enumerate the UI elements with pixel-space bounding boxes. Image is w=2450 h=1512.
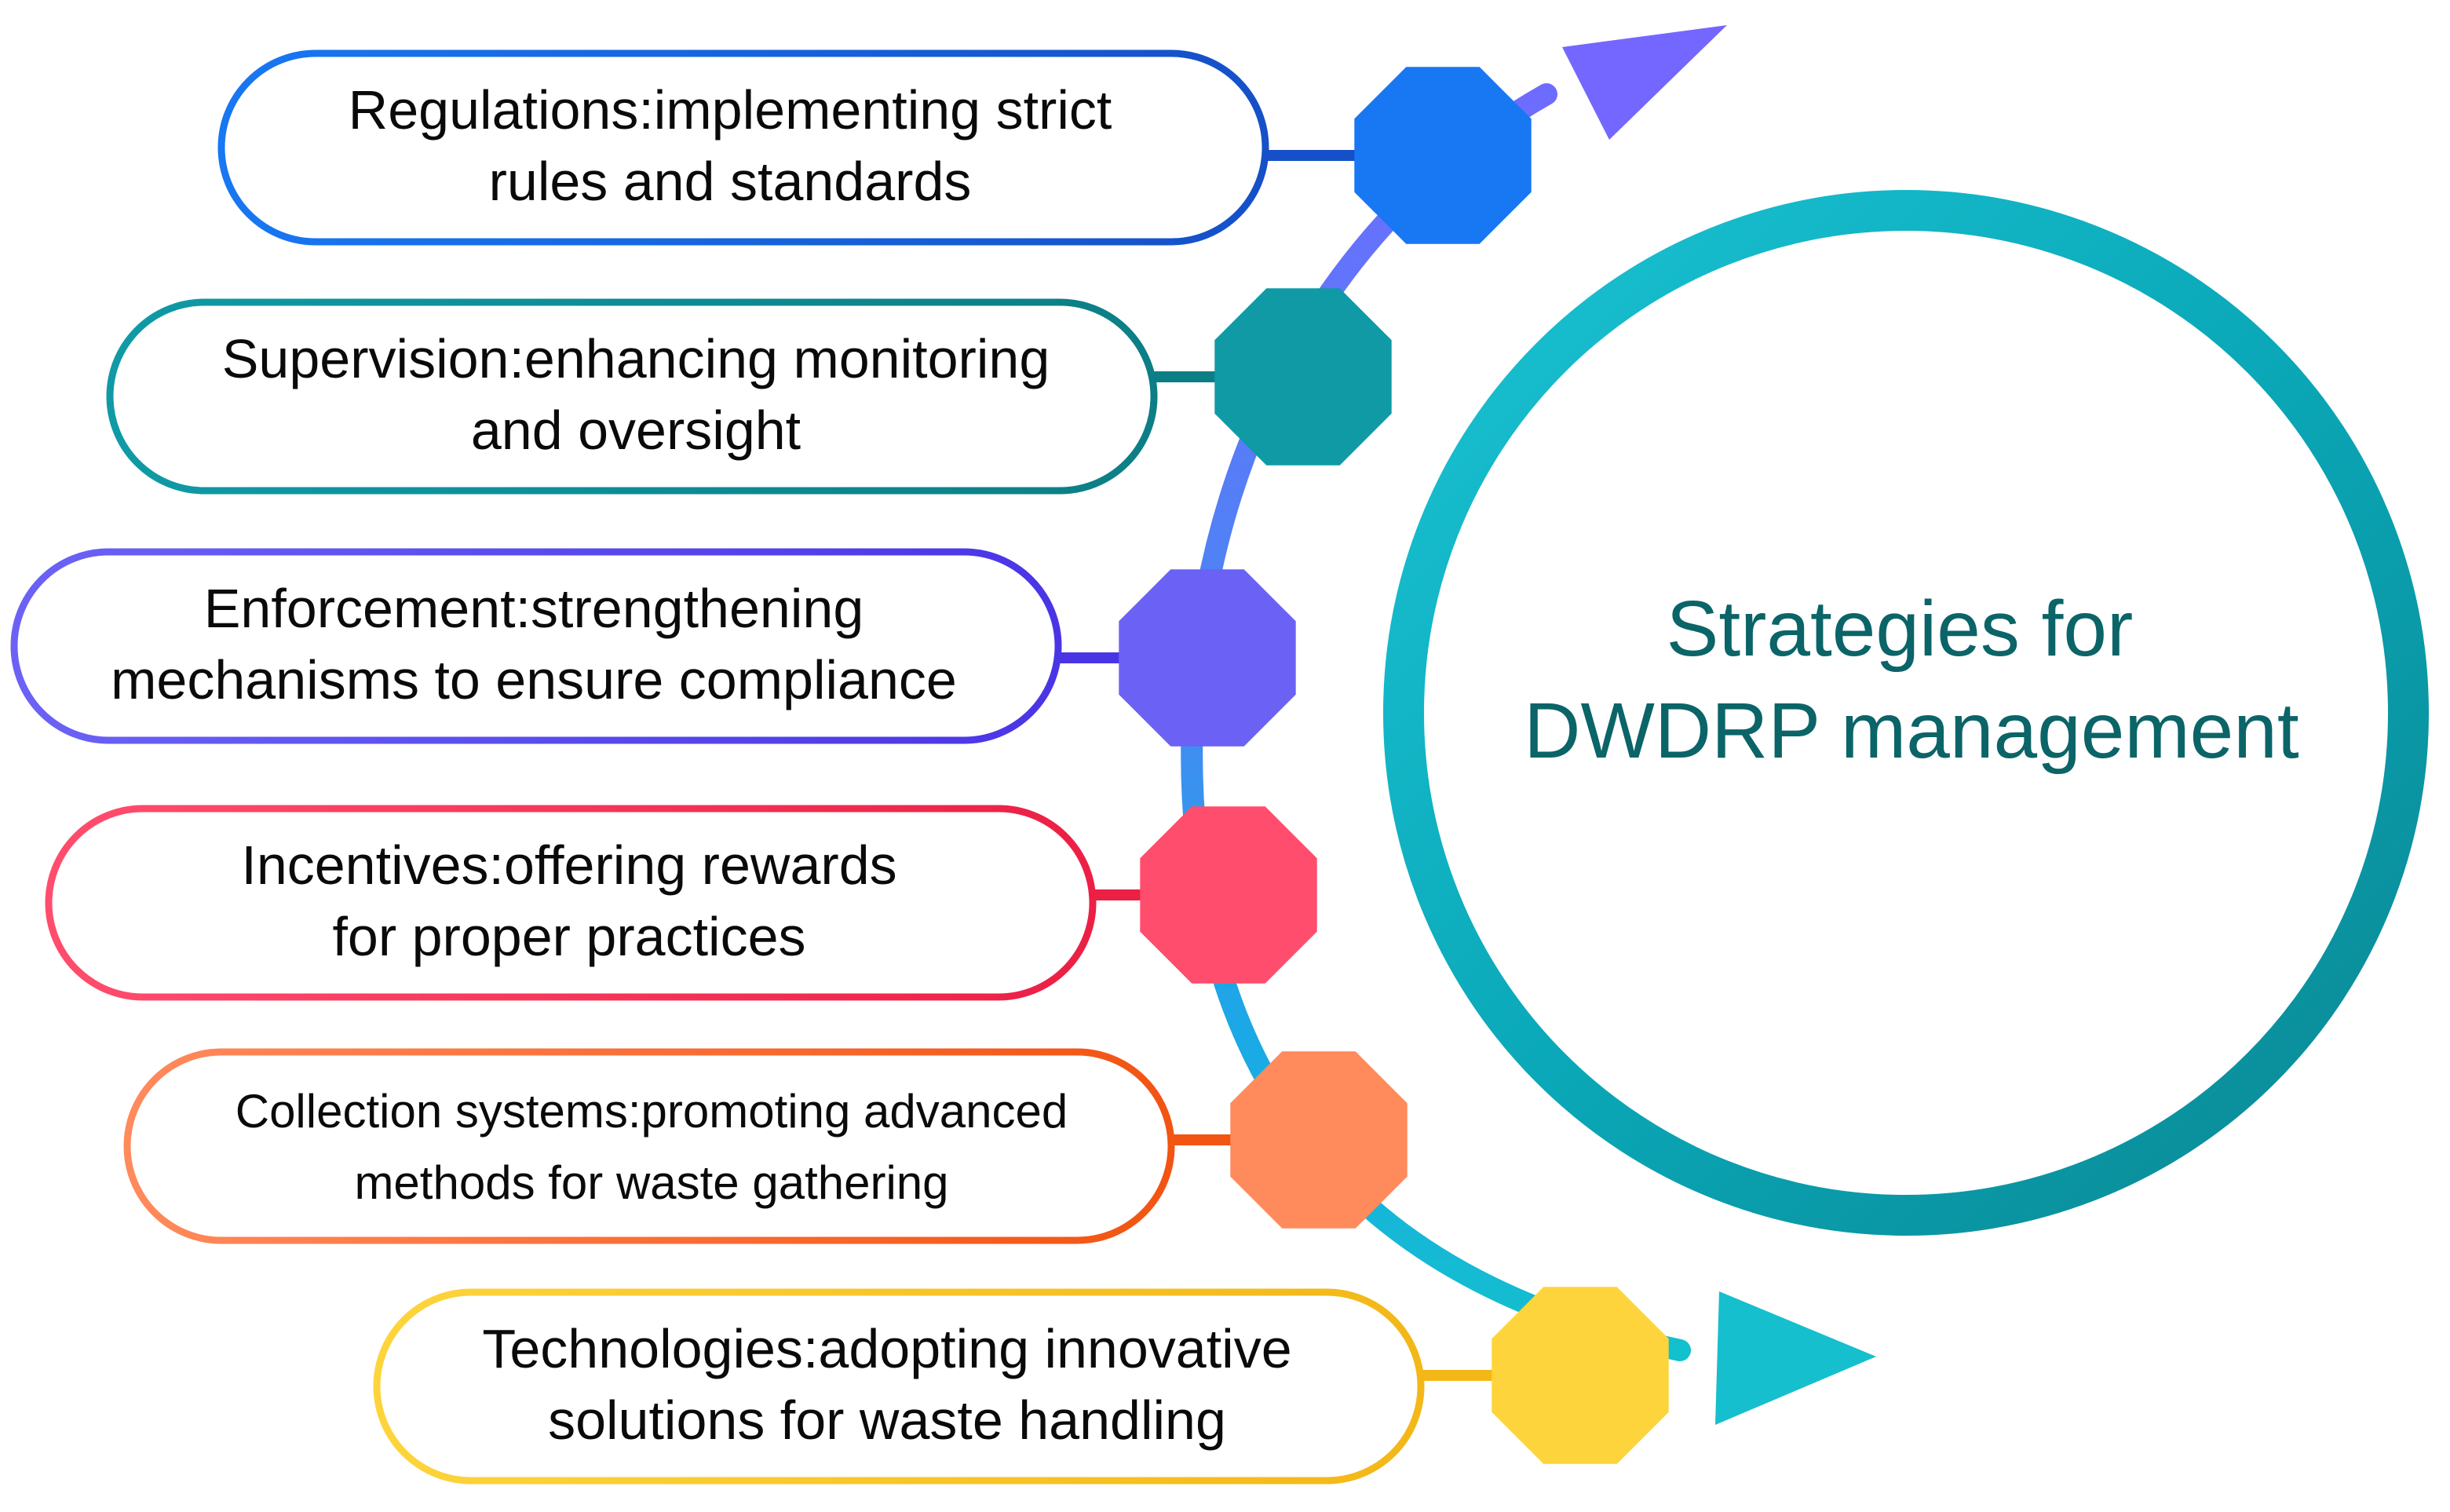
octagon-node-incentives [1140,806,1317,984]
strategy-regulations: Regulations:implementing strict rules and… [217,49,1532,246]
label-pill-supervision [106,298,1158,495]
strategy-collection-systems: Collection systems:promoting advanced met… [123,1048,1408,1244]
label-text-supervision-1: Supervision:enhancing monitoring [222,328,1050,389]
strategy-technologies: Technologies:adopting innovative solution… [373,1287,1669,1485]
label-text-enforcement-2: mechanisms to ensure compliance [111,649,957,710]
octagon-node-enforcement [1119,569,1296,747]
octagon-node-technologies [1492,1287,1669,1464]
label-text-enforcement-1: Enforcement:strengthening [204,578,864,639]
center-ring [1383,190,2429,1236]
strategy-enforcement: Enforcement:strengthening mechanisms to e… [10,548,1296,747]
label-text-regulations-1: Regulations:implementing strict [349,79,1112,141]
octagon-node-collection-systems [1230,1051,1408,1229]
octagon-node-supervision [1214,288,1392,466]
center-title-line2: DWDRP management [1524,687,2299,775]
label-text-supervision-2: and oversight [471,400,801,461]
strategy-incentives: Incentives:offering rewards for proper pr… [45,805,1317,1001]
label-text-incentives-1: Incentives:offering rewards [241,835,896,896]
label-text-collection-systems-2: methods for waste gathering [354,1156,948,1209]
strategy-supervision: Supervision:enhancing monitoring and over… [106,288,1392,495]
octagon-node-regulations [1354,67,1532,244]
label-text-technologies-2: solutions for waste handling [548,1390,1226,1451]
center-title-line1: Strategies for [1667,585,2134,673]
label-text-incentives-2: for proper practices [332,906,805,967]
label-text-technologies-1: Technologies:adopting innovative [482,1318,1291,1379]
label-pill-incentives [45,805,1097,1001]
label-text-collection-systems-1: Collection systems:promoting advanced [236,1085,1068,1138]
label-pill-enforcement [10,548,1062,744]
label-text-regulations-2: rules and standards [489,151,972,212]
top-arrowhead [1562,25,1727,140]
label-pill-collection-systems [123,1048,1175,1244]
label-pill-regulations [217,49,1269,246]
label-pill-technologies [373,1288,1425,1485]
bottom-arrowhead [1715,1291,1876,1425]
